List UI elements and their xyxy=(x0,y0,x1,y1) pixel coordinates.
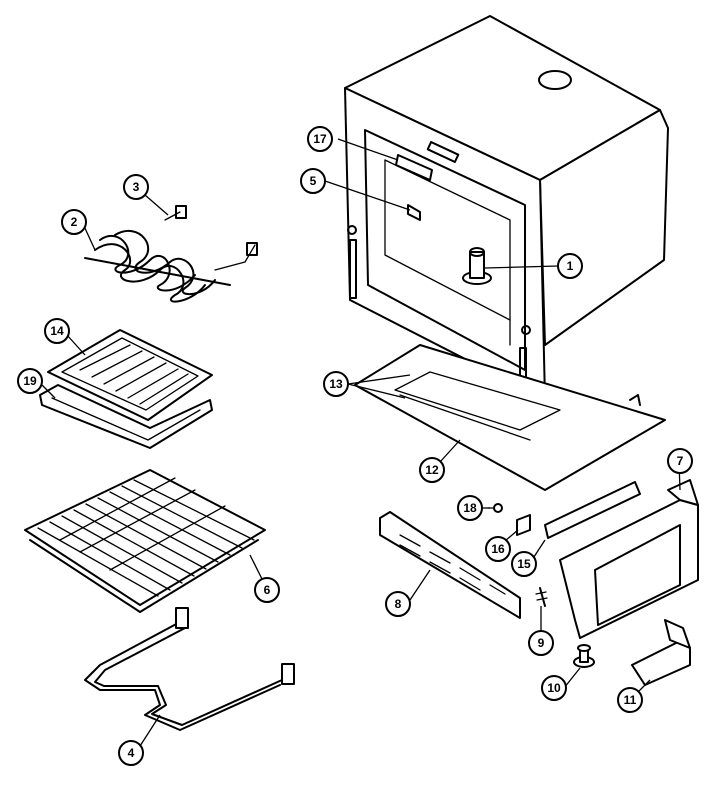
callout-1-label: 1 xyxy=(567,259,574,273)
oven-cavity xyxy=(344,15,669,401)
broil-pan-insert xyxy=(47,329,213,421)
callout-7-label: 7 xyxy=(677,454,684,468)
callout-3-label: 3 xyxy=(133,180,140,194)
side-bracket xyxy=(559,479,699,639)
callout-2: 2 xyxy=(61,209,87,235)
callout-16: 16 xyxy=(485,536,511,562)
callout-8: 8 xyxy=(385,591,411,617)
callout-4-label: 4 xyxy=(128,746,135,760)
callout-2-label: 2 xyxy=(71,215,78,229)
callout-17-label: 17 xyxy=(313,132,327,146)
callout-16-label: 16 xyxy=(491,542,505,556)
callout-10-label: 10 xyxy=(547,681,561,695)
anti-tip-bracket xyxy=(631,619,691,686)
callout-19: 19 xyxy=(17,368,43,394)
callout-9-label: 9 xyxy=(538,636,545,650)
rail xyxy=(544,481,641,539)
leader-lines xyxy=(39,138,681,747)
callout-15-label: 15 xyxy=(517,557,531,571)
callout-13: 13 xyxy=(323,371,349,397)
callout-17: 17 xyxy=(307,126,333,152)
screw xyxy=(487,503,503,513)
callout-12: 12 xyxy=(419,457,445,483)
broil-pan xyxy=(39,384,213,449)
callout-18: 18 xyxy=(457,495,483,521)
callout-14-label: 14 xyxy=(50,324,64,338)
callout-7: 7 xyxy=(667,448,693,474)
callout-12-label: 12 xyxy=(425,463,439,477)
callout-10: 10 xyxy=(541,675,567,701)
callout-5-label: 5 xyxy=(310,174,317,188)
callout-11: 11 xyxy=(617,687,643,713)
callout-18-label: 18 xyxy=(463,501,477,515)
callout-15: 15 xyxy=(511,551,537,577)
callout-5: 5 xyxy=(300,168,326,194)
callout-6: 6 xyxy=(254,577,280,603)
callout-9: 9 xyxy=(528,630,554,656)
callout-3: 3 xyxy=(123,174,149,200)
callout-4: 4 xyxy=(118,740,144,766)
callout-1: 1 xyxy=(557,253,583,279)
leveling-leg xyxy=(573,644,595,668)
broil-element xyxy=(84,205,258,303)
callout-8-label: 8 xyxy=(395,597,402,611)
oven-rack xyxy=(24,469,266,613)
lower-front-panel xyxy=(379,511,521,619)
callout-11-label: 11 xyxy=(624,693,637,707)
callout-13-label: 13 xyxy=(329,377,343,391)
callout-14: 14 xyxy=(44,318,70,344)
callout-6-label: 6 xyxy=(264,583,271,597)
clip xyxy=(516,514,531,536)
spring xyxy=(535,587,548,607)
bake-element xyxy=(84,607,295,731)
oven-bottom-panel xyxy=(354,344,666,491)
callout-19-label: 19 xyxy=(23,374,37,388)
